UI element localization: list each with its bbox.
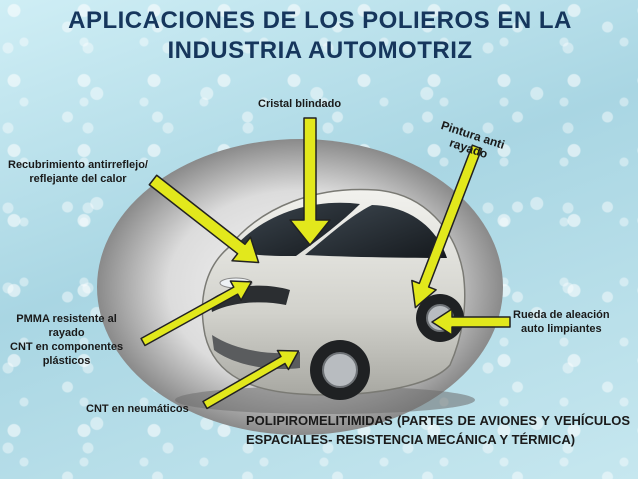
label-pmma-cnt: PMMA resistente al rayado CNT en compone…: [10, 312, 123, 368]
label-pmma-line-2: rayado: [48, 327, 85, 339]
arrows: [140, 117, 511, 410]
car-shadow: [175, 386, 475, 414]
label-pmma-line-4: plásticos: [42, 355, 91, 367]
label-pmma-line-3: CNT en componentes: [10, 341, 124, 353]
label-cnt-neumaticos: CNT en neumáticos: [86, 402, 189, 416]
arrow-pintura: [411, 144, 483, 309]
arrow-pmma: [140, 280, 253, 347]
label-rueda-aleacion: Rueda de aleación auto limpiantes: [513, 308, 610, 336]
label-recubrimiento-line-1: Recubrimiento antirreflejo/: [8, 159, 148, 171]
label-rueda-line-1: Rueda de aleación: [513, 309, 610, 321]
label-cnt-neumaticos-text: CNT en neumáticos: [86, 403, 189, 415]
polipiromelitimidas-text: POLIPIROMELITIMIDAS (PARTES DE AVIONES Y…: [246, 413, 630, 447]
car-windshield: [232, 202, 360, 256]
label-recubrimiento-line-2: reflejante del calor: [29, 173, 127, 185]
arrow-recubrimiento: [148, 174, 260, 264]
label-pmma-line-1: PMMA resistente al: [16, 313, 117, 325]
arrow-cristal: [289, 117, 331, 246]
page-title: APLICACIONES DE LOS POLIEROS EN LA INDUS…: [20, 6, 620, 66]
label-cristal-text: Cristal blindado: [258, 98, 342, 110]
front-rim: [322, 352, 358, 388]
title-line-2: INDUSTRIA AUTOMOTRIZ: [167, 37, 473, 64]
label-rueda-line-2: auto limpiantes: [520, 323, 602, 335]
car-side-window: [305, 205, 447, 258]
arrow-rueda: [431, 308, 511, 336]
arrow-cnt-neumaticos: [202, 349, 300, 410]
label-recubrimiento: Recubrimiento antirreflejo/ reflejante d…: [8, 158, 148, 186]
title-line-1: APLICACIONES DE LOS POLIEROS EN LA: [68, 7, 572, 34]
label-cristal-blindado: Cristal blindado: [258, 97, 341, 111]
